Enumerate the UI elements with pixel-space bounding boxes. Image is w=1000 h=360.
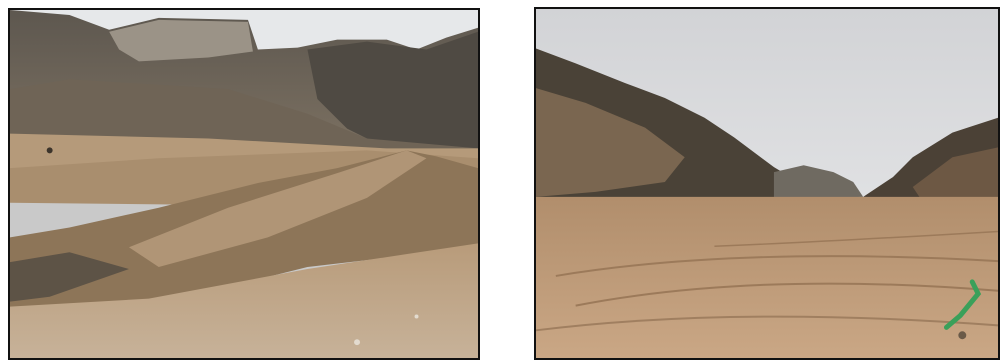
left-foreground [10,243,478,358]
right-stone [958,331,967,340]
right-left-hill-face [536,88,685,197]
right-photo [534,7,1000,360]
left-mound-top [128,150,427,268]
left-cliff [109,19,253,62]
right-right-hill-face [912,147,998,202]
right-track [714,230,998,248]
right-photo-scene [536,9,998,358]
left-dark-strip [10,252,129,302]
left-pebble [414,314,419,319]
left-pebble [46,147,53,154]
left-right-hill [307,31,478,149]
right-ground [536,196,998,358]
right-track [555,255,998,277]
right-track [575,282,998,307]
right-distant-hills [773,165,864,199]
right-track [536,315,998,332]
left-pebble [354,339,361,346]
left-photo-scene [10,10,478,358]
left-photo [8,8,480,360]
right-green-pipe [943,279,982,330]
